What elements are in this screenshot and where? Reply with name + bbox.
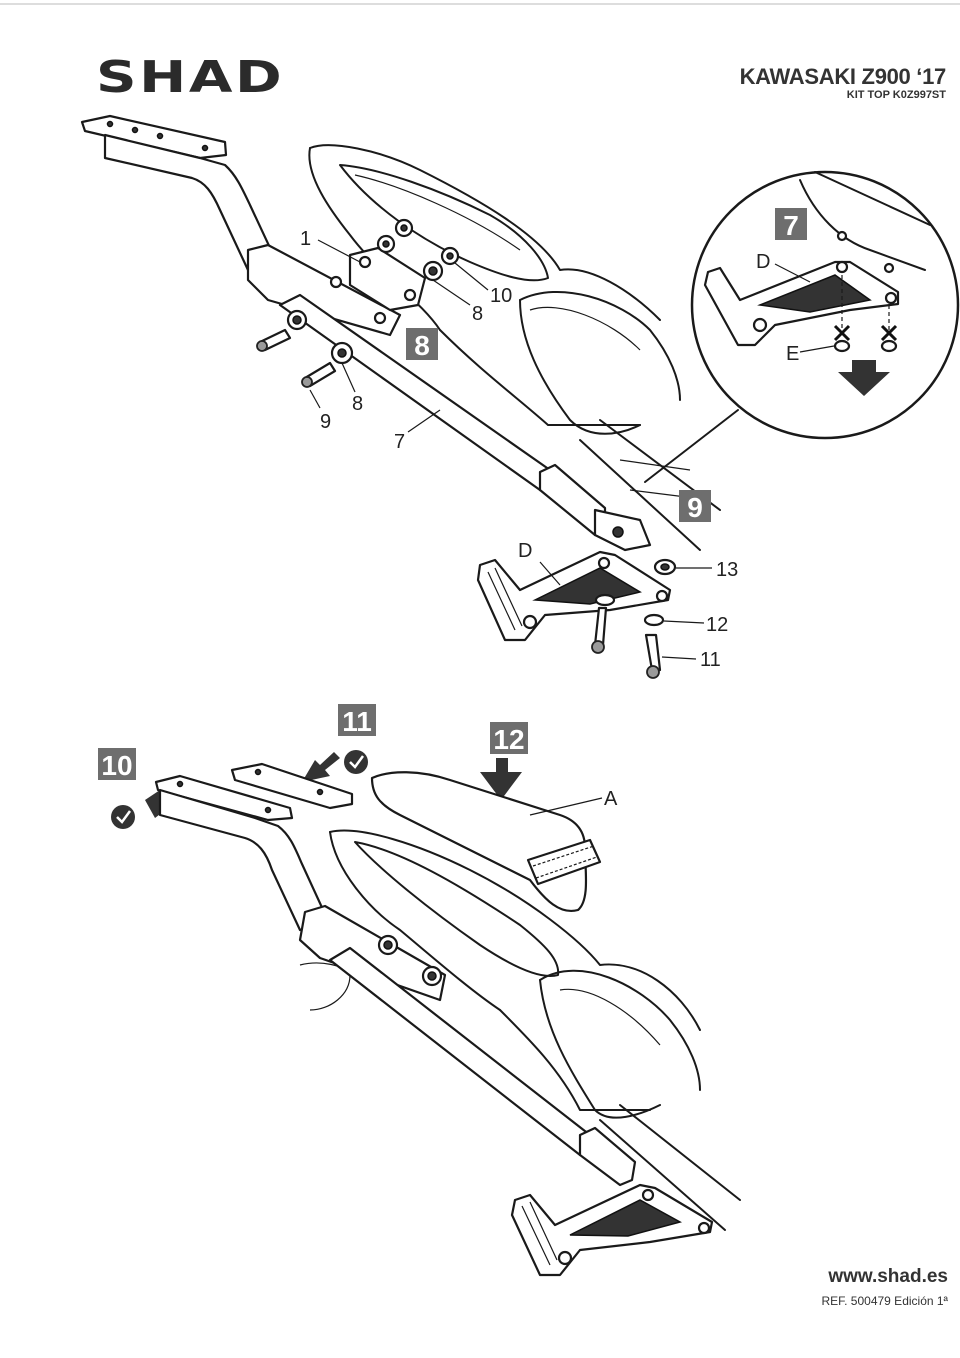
reference-number: REF. 500479 Edición 1ª bbox=[821, 1294, 948, 1308]
step-12-number: 12 bbox=[493, 724, 524, 755]
callout-e: E bbox=[786, 343, 799, 365]
check-icon-step-10 bbox=[111, 805, 135, 829]
step-8-number: 8 bbox=[414, 330, 430, 361]
step-12-box bbox=[490, 722, 528, 754]
step-9-number: 9 bbox=[687, 492, 703, 523]
step-11-box bbox=[338, 704, 376, 736]
callout-d-detail: D bbox=[756, 251, 770, 273]
step-11-number: 11 bbox=[342, 706, 372, 737]
callout-9: 9 bbox=[320, 411, 331, 433]
upper-bolts bbox=[256, 218, 460, 388]
arrow-icon-step-12 bbox=[480, 758, 522, 800]
upper-seat-cowl bbox=[308, 144, 721, 551]
hardware-step-9 bbox=[539, 558, 712, 679]
step-7-box bbox=[775, 208, 807, 240]
model-header: KAWASAKI Z900 ‘17 KIT TOP K0Z997ST bbox=[739, 64, 947, 101]
seat-pad-a bbox=[370, 771, 603, 913]
callout-d-main: D bbox=[518, 540, 532, 562]
callout-13: 13 bbox=[716, 559, 738, 581]
callout-12: 12 bbox=[706, 614, 728, 636]
kit-code: KIT TOP K0Z997ST bbox=[846, 89, 946, 101]
callout-10: 10 bbox=[490, 285, 512, 307]
footer: www.shad.es REF. 500479 Edición 1ª bbox=[821, 1266, 948, 1308]
check-icon-step-11 bbox=[344, 750, 368, 774]
callout-11: 11 bbox=[700, 649, 721, 671]
lower-footpeg-bracket bbox=[510, 1183, 714, 1277]
shad-logo: SHAD bbox=[96, 52, 285, 103]
model-title: KAWASAKI Z900 ‘17 bbox=[739, 64, 947, 89]
upper-top-plate bbox=[80, 114, 228, 160]
footpeg-bracket-d bbox=[476, 550, 672, 642]
callout-a: A bbox=[604, 788, 618, 810]
step-10-number: 10 bbox=[101, 750, 132, 781]
step-10-box bbox=[98, 748, 136, 780]
lower-seat-cowl bbox=[299, 829, 741, 1231]
lower-rack-arm bbox=[158, 788, 637, 1187]
callout-8-lower: 8 bbox=[352, 393, 363, 415]
lower-top-plates bbox=[154, 762, 354, 822]
step-8-box bbox=[406, 328, 438, 360]
callout-8-upper: 8 bbox=[472, 303, 483, 325]
upper-rack-arm bbox=[103, 133, 652, 552]
callout-1: 1 bbox=[300, 228, 311, 250]
website-link[interactable]: www.shad.es bbox=[828, 1266, 948, 1287]
step-7-number: 7 bbox=[783, 210, 799, 241]
arrow-icon-step-11 bbox=[302, 752, 340, 782]
detail-circle bbox=[644, 170, 960, 483]
leader-lines-upper bbox=[309, 239, 489, 433]
step-9-box bbox=[679, 490, 711, 522]
callout-7: 7 bbox=[394, 431, 405, 453]
